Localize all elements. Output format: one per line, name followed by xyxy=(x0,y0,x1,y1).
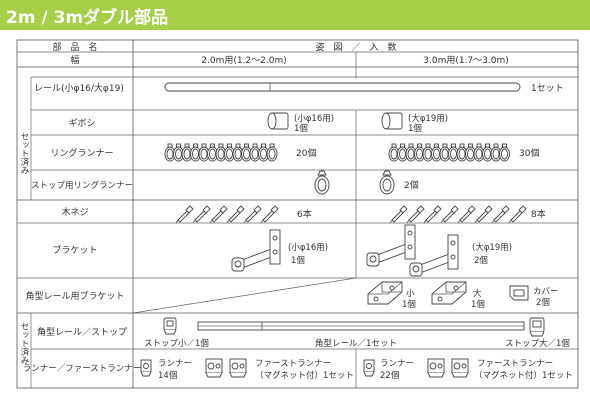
stop-small-label: ストップ小／1個 xyxy=(144,338,209,349)
row-name-screw: 木ネジ xyxy=(61,206,88,218)
rail-rod-icon xyxy=(164,82,521,92)
row-name-stopring: ストップ用リングランナー xyxy=(31,180,133,191)
rail-qty: 1セット xyxy=(531,83,564,94)
runner-3m-qty: 22個 xyxy=(380,370,399,381)
wood-screw-icon xyxy=(389,205,527,224)
bracket-icon xyxy=(231,229,281,272)
runner-2m-qty: 14個 xyxy=(158,370,177,381)
header-col-2m: 2.0m用(1.2〜2.0m) xyxy=(201,55,287,66)
screw-qty-2m: 6本 xyxy=(297,208,312,220)
row-name-gibo: ギボシ xyxy=(68,118,95,129)
bracket-qty-2m: (小φ16用) xyxy=(288,242,328,253)
row-name-rail: レール(小φ16/大φ19) xyxy=(34,82,124,94)
row-name-runner: ランナー／ファーストランナー xyxy=(23,364,142,374)
ring-runner-icon xyxy=(164,143,278,162)
stop-ring-runner-icon xyxy=(314,170,330,195)
wood-screw-icon xyxy=(175,205,279,224)
square-rail-icon xyxy=(197,321,525,331)
runner-3m-label: ランナー xyxy=(380,359,414,369)
stop-large-label: ストップ大／1個 xyxy=(505,338,570,349)
stop-ring-runner-icon xyxy=(379,170,395,195)
runner-2m-label: ランナー xyxy=(158,359,192,369)
gibo-qty-2m-count: 1個 xyxy=(294,123,308,134)
bracket-qty-2m-count: 1個 xyxy=(291,255,305,266)
header-col-3m: 3.0m用(1.7〜3.0m) xyxy=(423,55,509,66)
stop-large-icon xyxy=(529,317,545,337)
stop-small-icon xyxy=(163,317,177,335)
square-rail-label: 角型レール／1セット xyxy=(315,338,397,349)
header-figure-qty: 姿 図 ／ 入 数 xyxy=(315,41,396,53)
end-cap-icon xyxy=(267,112,289,130)
sqbracket-cover: カバー xyxy=(533,287,559,297)
table-frame xyxy=(16,39,579,389)
first-runner-3m-label: ファーストランナー xyxy=(477,359,553,369)
bracket-qty-3m: (大φ19用) xyxy=(472,242,512,253)
first-runner-icon xyxy=(427,358,469,378)
stopring-qty-3m: 2個 xyxy=(404,179,419,191)
bracket-qty-3m-count: 2個 xyxy=(474,255,488,266)
page-title: 2m / 3mダブル部品 xyxy=(6,8,169,28)
gibo-qty-3m-count: 1個 xyxy=(408,123,422,134)
sqbracket-cover-qty: 2個 xyxy=(536,297,550,308)
gibo-qty-2m: (小φ16用) xyxy=(294,113,334,124)
sqbracket-small: 小 xyxy=(406,288,415,299)
runner-icon xyxy=(140,359,152,377)
parts-table: 部 品 名 姿 図 ／ 入 数 幅 2.0m用(1.2〜2.0m) 3.0m用(… xyxy=(16,39,579,389)
row-name-ring: リングランナー xyxy=(50,147,113,159)
first-runner-3m-qty: （マグネット付）1セット xyxy=(474,370,573,381)
row-name-sqrail: 角型レール／ストップ xyxy=(37,326,127,338)
ring-runner-icon xyxy=(388,143,510,162)
ring-qty-3m: 30個 xyxy=(519,147,539,159)
square-bracket-small-icon xyxy=(367,281,403,305)
header-width: 幅 xyxy=(70,54,79,66)
first-runner-icon xyxy=(205,358,247,378)
header-part-name: 部 品 名 xyxy=(52,41,97,53)
sqbracket-large-qty: 1個 xyxy=(471,299,485,310)
screw-qty-3m: 8本 xyxy=(531,208,546,220)
sqbracket-small-qty: 1個 xyxy=(402,299,416,310)
group-label-set-included-2: セット済み xyxy=(19,322,29,365)
row-name-bracket: ブラケット xyxy=(52,244,97,256)
sqbracket-large: 大 xyxy=(473,288,482,299)
first-runner-2m-qty: （マグネット付）1セット xyxy=(255,370,354,381)
end-cap-icon xyxy=(381,112,403,130)
title-bar: 2m / 3mダブル部品 xyxy=(0,0,590,30)
square-bracket-large-icon xyxy=(431,281,467,305)
not-applicable-diagonal xyxy=(132,277,357,314)
first-runner-2m-label: ファーストランナー xyxy=(255,359,331,369)
bracket-icon xyxy=(366,224,459,277)
ring-qty-2m: 20個 xyxy=(296,147,316,159)
gibo-qty-3m: (大φ19用) xyxy=(408,113,448,124)
group-label-set-included: セット済み xyxy=(19,132,29,175)
row-name-sqbracket: 角型レール用ブラケット xyxy=(25,290,124,302)
bracket-cover-icon xyxy=(509,285,529,301)
runner-icon xyxy=(363,359,375,377)
